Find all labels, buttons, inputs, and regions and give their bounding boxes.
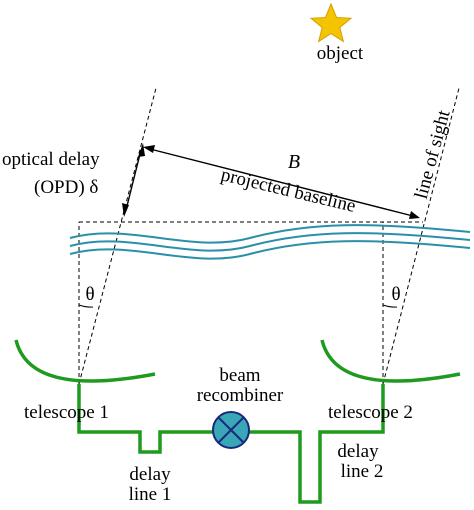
telescope-1-mirror [14, 339, 156, 383]
lines-of-sight [78, 87, 460, 385]
atmosphere-waves [69, 224, 471, 260]
star-icon [309, 2, 353, 43]
opd-arrow [122, 143, 145, 217]
telescope-1-label: telescope 1 [24, 402, 109, 423]
telescope-2-mirror [320, 339, 461, 383]
theta-right-arc [382, 304, 398, 308]
optical-delay-label-line1: optical delay [2, 149, 100, 170]
baseline-symbol-label: B [288, 151, 300, 173]
telescope-2-label: telescope 2 [328, 402, 413, 423]
circled-cross-icon [212, 411, 250, 449]
line-of-sight-label: line of sight [411, 107, 455, 201]
delay-line-2-label-line2: line 2 [341, 461, 384, 482]
beam-combiner-label-line2: recombiner [197, 385, 284, 406]
left-line-of-sight [78, 87, 157, 385]
right-line-of-sight [382, 87, 460, 385]
object-label: object [317, 43, 364, 64]
beam-combiner-label-line1: beam [219, 365, 260, 386]
delay-line-1-label-line1: delay [129, 464, 171, 485]
projected-baseline-arrow [143, 145, 420, 219]
theta-right-label: θ [391, 284, 400, 305]
optical-delay-label-line2: (OPD) δ [34, 177, 98, 198]
theta-left-arc [78, 304, 94, 308]
theta-left-label: θ [85, 284, 94, 305]
delay-line-1-label-line2: line 1 [129, 484, 172, 505]
delay-line-2-label-line1: delay [337, 441, 379, 462]
